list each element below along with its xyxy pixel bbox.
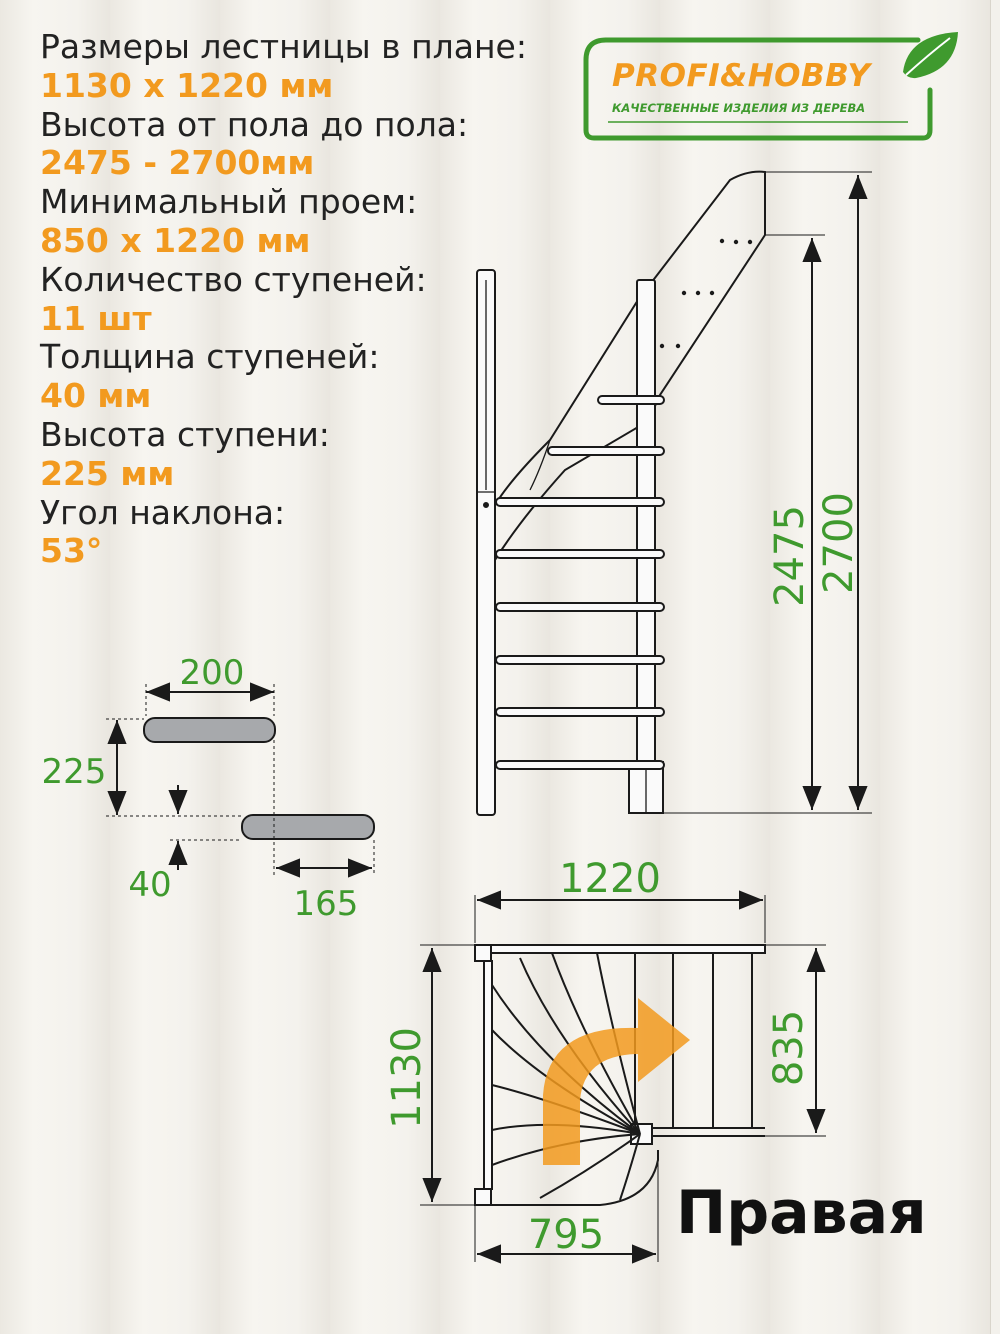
spec-plan-size: Размеры лестницы в плане: 1130 x 1220 мм — [40, 27, 527, 106]
step-thickness-label: 40 — [128, 865, 171, 905]
height-min-label: 2475 — [767, 505, 813, 607]
plan-lower-width-label: 795 — [528, 1212, 604, 1258]
spec-value: 53° — [40, 531, 103, 571]
spec-angle: Угол наклона: 53° — [40, 492, 527, 572]
spec-min-opening: Минимальный проем: 850 x 1220 мм — [40, 182, 527, 261]
specs-list: Размеры лестницы в плане: 1130 x 1220 мм… — [40, 27, 527, 572]
lower-tread — [241, 814, 375, 840]
step-overlap-label: 165 — [294, 884, 359, 924]
spec-label: Высота от пола до пола: — [40, 104, 469, 144]
spec-value: 1130 x 1220 мм — [40, 65, 334, 105]
spec-step-height: Высота ступени: 225 мм — [40, 414, 527, 494]
spec-floor-height: Высота от пола до пола: 2475 - 2700мм — [40, 104, 527, 184]
plan-width-label: 1220 — [559, 856, 661, 902]
spec-label: Количество ступеней: — [40, 259, 427, 299]
spec-label: Размеры лестницы в плане: — [40, 27, 527, 66]
plan-depth-label: 1130 — [384, 1027, 430, 1129]
spec-value: 2475 - 2700мм — [40, 143, 315, 183]
spec-step-thickness: Толщина ступеней: 40 мм — [40, 338, 527, 416]
turn-right-arrow-icon — [543, 998, 690, 1165]
spec-value: 225 мм — [40, 453, 175, 493]
spec-value: 40 мм — [40, 376, 152, 416]
brand-logo: PROFI&HOBBY КАЧЕСТВЕННЫЕ ИЗДЕЛИЯ ИЗ ДЕРЕ… — [578, 30, 963, 145]
side-label: Правая — [676, 1178, 927, 1248]
step-depth-label: 200 — [180, 653, 245, 693]
logo-subtitle: КАЧЕСТВЕННЫЕ ИЗДЕЛИЯ ИЗ ДЕРЕВА — [612, 101, 866, 115]
upper-tread — [143, 717, 276, 743]
spec-label: Минимальный проем: — [40, 182, 418, 222]
spec-value: 850 x 1220 мм — [40, 220, 311, 260]
logo-title: PROFI&HOBBY — [612, 58, 871, 94]
height-max-label: 2700 — [816, 492, 862, 594]
spec-step-count: Количество ступеней: 11 шт — [40, 259, 527, 339]
spec-label: Высота ступени: — [40, 414, 330, 454]
leaf-icon — [903, 32, 958, 79]
logo-frame — [583, 32, 958, 141]
spec-value: 11 шт — [40, 298, 152, 338]
step-rise-label: 225 — [42, 752, 107, 792]
spec-label: Толщина ступеней: — [40, 337, 380, 377]
step-detail-diagram: 200 225 40 165 — [42, 653, 375, 924]
plan-opening-label: 835 — [766, 1010, 812, 1086]
side-elevation-diagram — [476, 170, 872, 816]
spec-label: Угол наклона: — [40, 492, 286, 532]
